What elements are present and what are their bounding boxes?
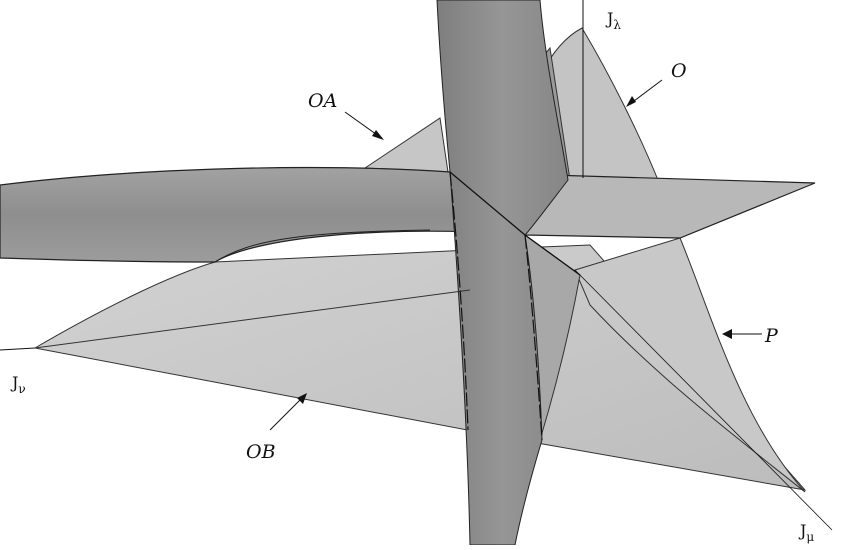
label-P: P <box>764 325 779 347</box>
axis-nu <box>0 347 36 351</box>
arrow-P <box>722 329 762 339</box>
surface-horizontal-band <box>0 166 527 263</box>
axis-label-mu: Jμ <box>798 521 814 544</box>
label-OB: OB <box>246 441 276 463</box>
surface-P <box>574 237 806 493</box>
edge-OB-inner <box>34 289 471 349</box>
axis-mu <box>574 269 833 531</box>
label-O: O <box>671 60 687 82</box>
arrow-OA <box>344 111 384 140</box>
axis-label-nu: Jν <box>10 373 26 396</box>
arrow-O <box>626 79 663 107</box>
label-OA: OA <box>308 90 337 112</box>
arrow-OB <box>269 393 307 431</box>
edge-vertical-left <box>449 171 469 431</box>
edge-curve-left <box>214 229 431 263</box>
edge-vertical-right <box>524 234 543 441</box>
surface-OA <box>363 117 449 173</box>
axis-label-lambda: Jλ <box>605 9 621 32</box>
